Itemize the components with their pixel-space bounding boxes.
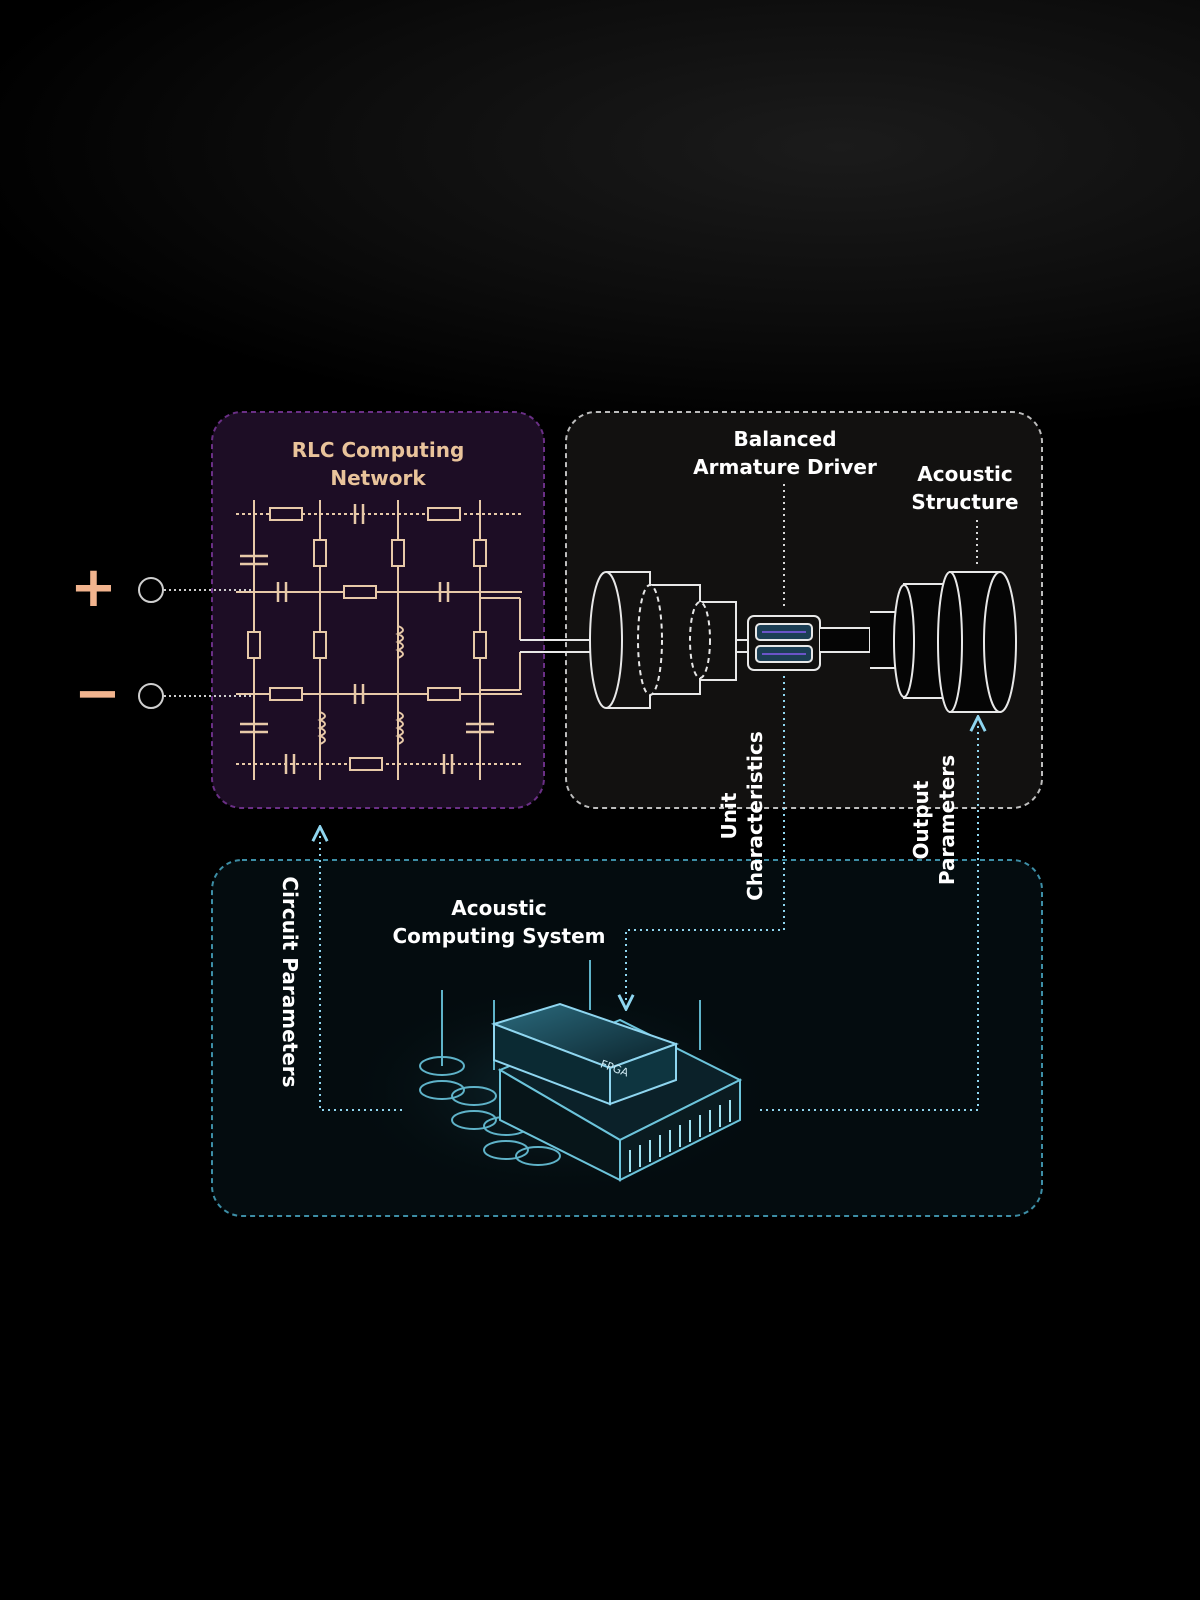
capacitors	[240, 504, 494, 774]
as-title-line2: Structure	[911, 490, 1019, 514]
out-line1: Output	[909, 780, 933, 860]
inductors	[317, 625, 404, 745]
driver-panel	[565, 411, 1043, 809]
background-haze	[0, 0, 1200, 420]
circuit-parameters-label: Circuit Parameters	[278, 876, 302, 1088]
fpga-chip	[419, 960, 743, 1182]
data-arrows	[320, 676, 978, 1111]
plus-sign: +	[70, 555, 117, 620]
as-title-line1: Acoustic	[917, 462, 1013, 486]
acs-title-line1: Acoustic	[451, 896, 547, 920]
acoustic-structure	[820, 571, 1017, 713]
ba-title-line2: Armature Driver	[693, 455, 877, 479]
rlc-title-line2: Network	[330, 466, 426, 490]
computing-system-title: Acoustic Computing System	[384, 894, 614, 950]
minus-sign: −	[74, 661, 121, 726]
acoustic-structure-title: Acoustic Structure	[900, 460, 1030, 516]
resistors	[247, 507, 487, 771]
rlc-network-title: RLC Computing Network	[278, 436, 478, 492]
balanced-armature-title: Balanced Armature Driver	[680, 425, 890, 481]
negative-terminal	[138, 683, 164, 709]
balanced-armature-driver	[589, 571, 821, 709]
output-parameters-label: Output Parameters	[908, 750, 960, 890]
flow-lines	[783, 484, 978, 610]
unit-line2: Characteristics	[743, 731, 767, 901]
out-line2: Parameters	[935, 754, 959, 886]
acs-title-line2: Computing System	[392, 924, 606, 948]
unit-line1: Unit	[717, 792, 741, 840]
positive-terminal	[138, 577, 164, 603]
rlc-title-line1: RLC Computing	[291, 438, 465, 462]
ba-title-line1: Balanced	[733, 427, 837, 451]
unit-characteristics-label: Unit Characteristics	[716, 731, 768, 901]
